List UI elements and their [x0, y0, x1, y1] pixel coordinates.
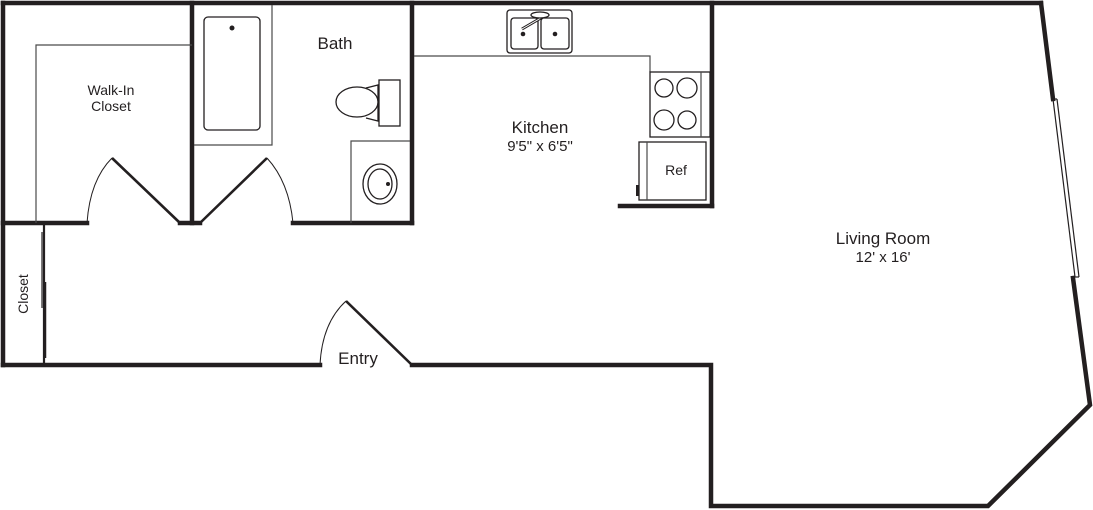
walk-in-closet-label: Walk-In Closet [66, 82, 156, 114]
bath-label: Bath [317, 34, 353, 53]
refrigerator-label: Ref [665, 162, 687, 178]
window [1052, 98, 1080, 278]
living-room-dimensions: 12' x 16' [855, 248, 911, 266]
bath-door[interactable] [199, 157, 294, 224]
closet-sliding-door[interactable] [41, 232, 47, 358]
closet-shelf [35, 44, 192, 223]
kitchen-label: Kitchen 9'5" x 6'5" [480, 118, 600, 155]
stove-icon [649, 71, 711, 138]
living-room-name: Living Room [835, 229, 931, 248]
kitchen-counter [414, 55, 651, 72]
entry-label: Entry [338, 349, 378, 368]
living-room-label: Living Room 12' x 16' [813, 229, 953, 266]
bathtub-icon [194, 5, 273, 146]
closet-label: Closet [14, 274, 31, 314]
walk-in-closet-name-line1: Walk-In [87, 82, 135, 98]
walk-in-closet-door[interactable] [86, 157, 181, 224]
vanity-sink-icon [350, 140, 410, 223]
kitchen-sink-icon [506, 9, 573, 54]
kitchen-dimensions: 9'5" x 6'5" [507, 137, 573, 155]
refrigerator-icon [636, 141, 707, 201]
entry-door[interactable] [319, 300, 413, 366]
kitchen-name: Kitchen [511, 118, 569, 137]
walk-in-closet-name-line2: Closet [91, 98, 131, 115]
toilet-icon [335, 79, 401, 127]
